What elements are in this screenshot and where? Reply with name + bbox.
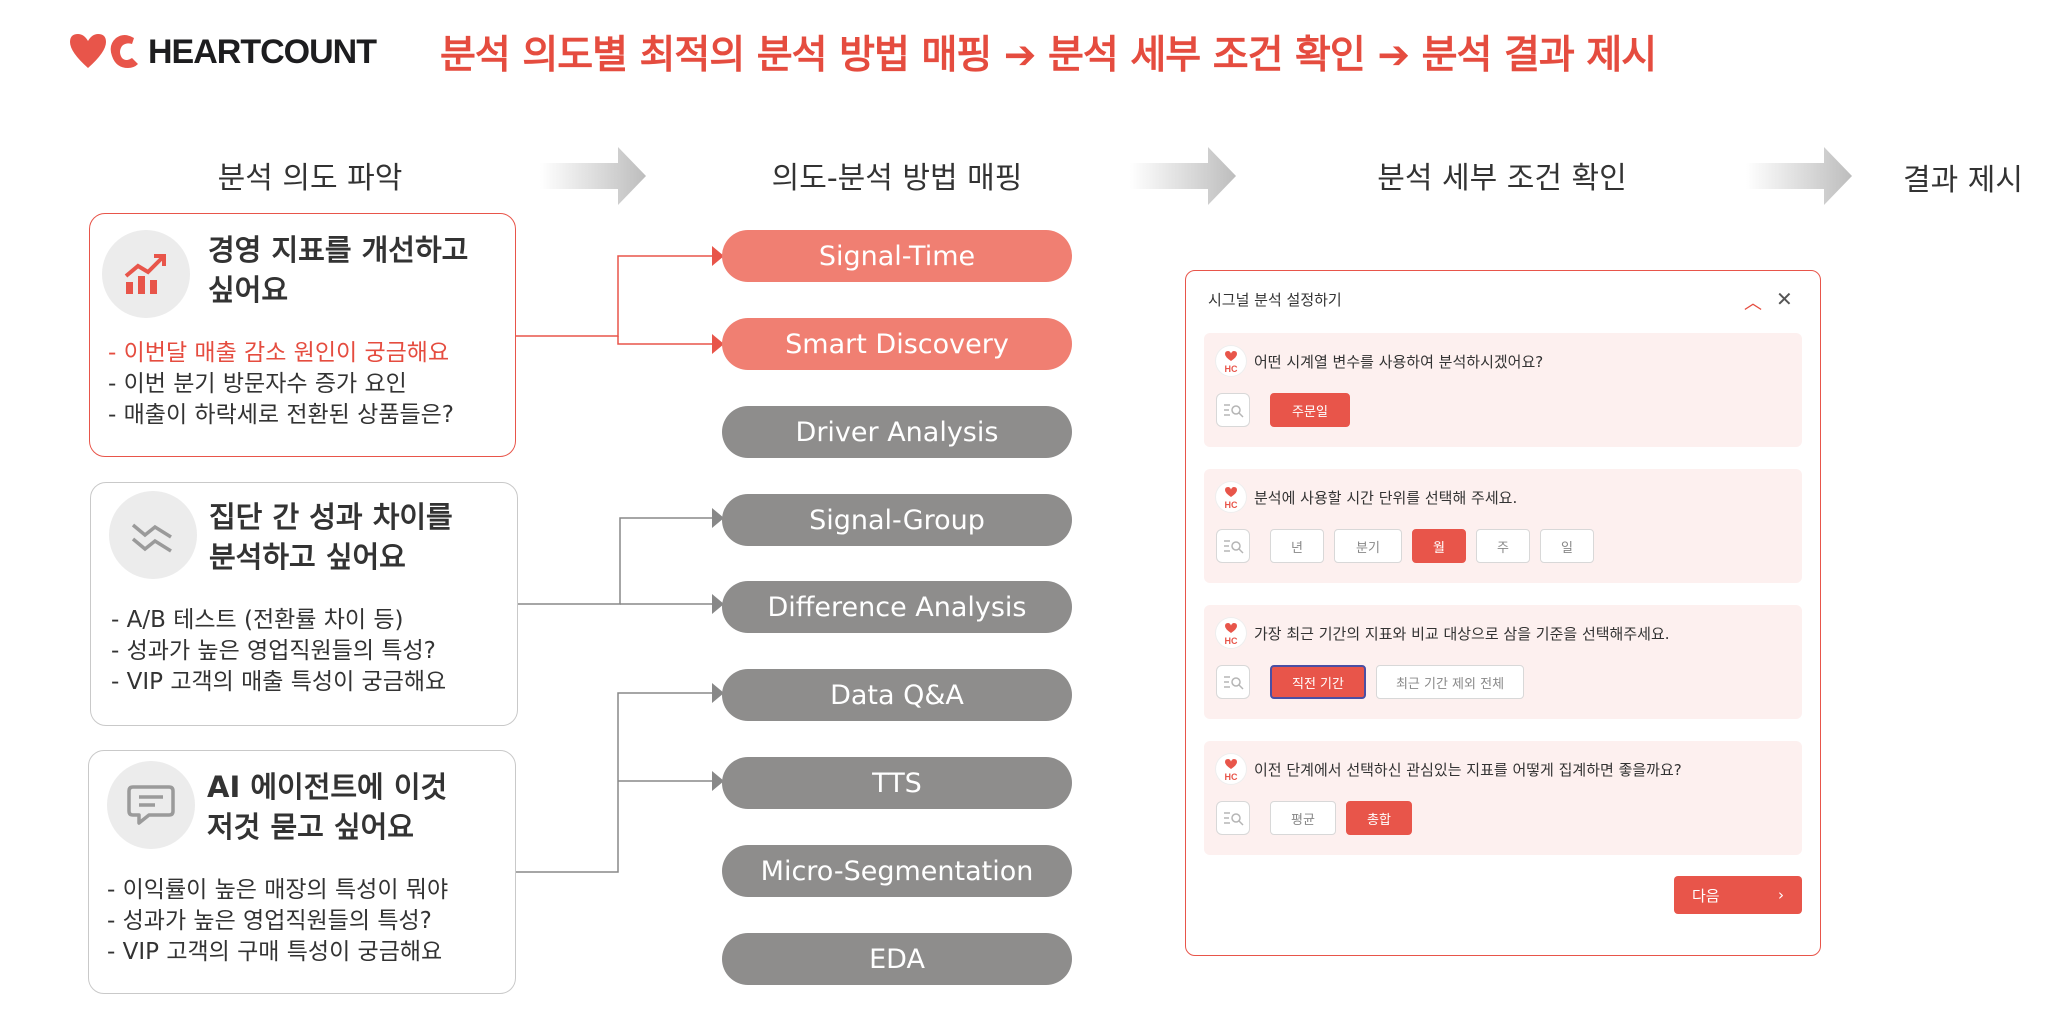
column-header-conditions: 분석 세부 조건 확인 <box>1377 161 1627 196</box>
chat-bubble-icon <box>107 761 195 849</box>
list-item[interactable]: 이번달 매출 감소 원인이 궁금해요 <box>108 338 454 369</box>
mini-logo-text: HC <box>1225 772 1238 782</box>
method-pill-difference-analysis[interactable]: Difference Analysis <box>722 581 1072 633</box>
list-item[interactable]: A/B 테스트 (전환률 차이 등) <box>111 605 446 636</box>
next-button-label: 다음 <box>1692 886 1720 905</box>
list-item[interactable]: 이번 분기 방문자수 증가 요인 <box>108 369 454 400</box>
method-pill-smart-discovery[interactable]: Smart Discovery <box>722 318 1072 370</box>
panel-title: 시그널 분석 설정하기 <box>1208 291 1342 309</box>
next-button[interactable]: 다음 › <box>1674 876 1802 914</box>
method-pill-data-qa[interactable]: Data Q&A <box>722 669 1072 721</box>
mini-logo-text: HC <box>1225 364 1238 374</box>
list-item[interactable]: 매출이 하락세로 전환된 상품들은? <box>108 400 454 431</box>
method-pill-driver-analysis[interactable]: Driver Analysis <box>722 406 1072 458</box>
heartcount-mini-logo-icon: HC <box>1216 618 1246 648</box>
flow-arrow-icon <box>1130 147 1236 205</box>
question-block: HC 가장 최근 기간의 지표와 비교 대상으로 삼을 기준을 선택해주세요. … <box>1204 605 1802 719</box>
question-text: 이전 단계에서 선택하신 관심있는 지표를 어떻게 집계하면 좋을까요? <box>1254 761 1682 779</box>
wave-lines-icon <box>109 491 197 579</box>
option-button[interactable]: 월 <box>1412 529 1466 563</box>
list-item[interactable]: 성과가 높은 영업직원들의 특성? <box>107 906 448 937</box>
page-title: 분석 의도별 최적의 분석 방법 매핑 ➔ 분석 세부 조건 확인 ➔ 분석 결… <box>440 33 1657 78</box>
flow-arrow-icon <box>540 147 646 205</box>
heartcount-mini-logo-icon: HC <box>1216 482 1246 512</box>
heartcount-mini-logo-icon: HC <box>1216 346 1246 376</box>
mini-logo-text: HC <box>1225 500 1238 510</box>
list-item[interactable]: 이익률이 높은 매장의 특성이 뭐야 <box>107 875 448 906</box>
intent-card-group[interactable]: 집단 간 성과 차이를 분석하고 싶어요 A/B 테스트 (전환률 차이 등) … <box>90 482 518 726</box>
question-text: 어떤 시계열 변수를 사용하여 분석하시겠어요? <box>1254 353 1544 371</box>
intent-examples: 이익률이 높은 매장의 특성이 뭐야 성과가 높은 영업직원들의 특성? VIP… <box>107 875 448 968</box>
brand-name: HEARTCOUNT <box>148 32 377 71</box>
column-header-mapping: 의도-분석 방법 매핑 <box>771 161 1023 196</box>
intent-examples: A/B 테스트 (전환률 차이 등) 성과가 높은 영업직원들의 특성? VIP… <box>111 605 447 698</box>
option-button[interactable]: 분기 <box>1334 529 1402 563</box>
search-list-icon[interactable] <box>1216 529 1250 563</box>
method-pill-micro-segmentation[interactable]: Micro-Segmentation <box>722 845 1072 897</box>
heartcount-logo: HEARTCOUNT <box>68 28 377 76</box>
method-pill-signal-group[interactable]: Signal-Group <box>722 494 1072 546</box>
trend-chart-icon <box>102 230 190 318</box>
option-button[interactable]: 주문일 <box>1270 393 1350 427</box>
column-header-result: 결과 제시 <box>1903 163 2023 198</box>
chevron-right-icon: › <box>1778 886 1784 904</box>
question-text: 가장 최근 기간의 지표와 비교 대상으로 삼을 기준을 선택해주세요. <box>1254 625 1670 643</box>
heartcount-mini-logo-icon: HC <box>1216 754 1246 784</box>
intent-title: 경영 지표를 개선하고 싶어요 <box>208 233 469 307</box>
search-list-icon[interactable] <box>1216 801 1250 835</box>
method-pill-tts[interactable]: TTS <box>722 757 1072 809</box>
list-item[interactable]: VIP 고객의 매출 특성이 궁금해요 <box>111 667 447 698</box>
close-icon[interactable]: ✕ <box>1776 287 1793 311</box>
intent-card-ai-agent[interactable]: AI 에이전트에 이것 저것 묻고 싶어요 이익률이 높은 매장의 특성이 뭐야… <box>88 750 516 994</box>
search-list-icon[interactable] <box>1216 665 1250 699</box>
question-block: HC 이전 단계에서 선택하신 관심있는 지표를 어떻게 집계하면 좋을까요? … <box>1204 741 1802 855</box>
question-block: HC 분석에 사용할 시간 단위를 선택해 주세요. 년 분기 월 주 일 <box>1204 469 1802 583</box>
column-header-intent: 분석 의도 파악 <box>217 161 403 196</box>
question-text: 분석에 사용할 시간 단위를 선택해 주세요. <box>1254 489 1518 507</box>
intent-title: AI 에이전트에 이것 저것 묻고 싶어요 <box>207 770 448 844</box>
option-button[interactable]: 총합 <box>1346 801 1412 835</box>
option-button[interactable]: 주 <box>1476 529 1530 563</box>
option-button[interactable]: 직전 기간 <box>1270 665 1366 699</box>
list-item[interactable]: VIP 고객의 구매 특성이 궁금해요 <box>107 937 448 968</box>
option-button[interactable]: 년 <box>1270 529 1324 563</box>
flow-arrow-icon <box>1746 147 1852 205</box>
intent-title: 집단 간 성과 차이를 분석하고 싶어요 <box>209 500 453 574</box>
method-pill-eda[interactable]: EDA <box>722 933 1072 985</box>
method-pill-signal-time[interactable]: Signal-Time <box>722 230 1072 282</box>
list-item[interactable]: 성과가 높은 영업직원들의 특성? <box>111 636 446 667</box>
intent-card-kpi[interactable]: 경영 지표를 개선하고 싶어요 이번달 매출 감소 원인이 궁금해요 이번 분기… <box>89 213 516 457</box>
mini-logo-text: HC <box>1225 636 1238 646</box>
question-block: HC 어떤 시계열 변수를 사용하여 분석하시겠어요? 주문일 <box>1204 333 1802 447</box>
option-button[interactable]: 최근 기간 제외 전체 <box>1376 665 1524 699</box>
heartcount-logo-icon <box>70 34 138 68</box>
option-button[interactable]: 일 <box>1540 529 1594 563</box>
search-list-icon[interactable] <box>1216 393 1250 427</box>
option-button[interactable]: 평균 <box>1270 801 1336 835</box>
chevron-up-icon[interactable]: ︿ <box>1744 293 1762 314</box>
signal-settings-panel: 시그널 분석 설정하기 ︿ ✕ HC 어떤 시계열 변수를 사용하여 분석하시겠… <box>1185 270 1821 956</box>
intent-examples: 이번달 매출 감소 원인이 궁금해요 이번 분기 방문자수 증가 요인 매출이 … <box>108 338 454 431</box>
